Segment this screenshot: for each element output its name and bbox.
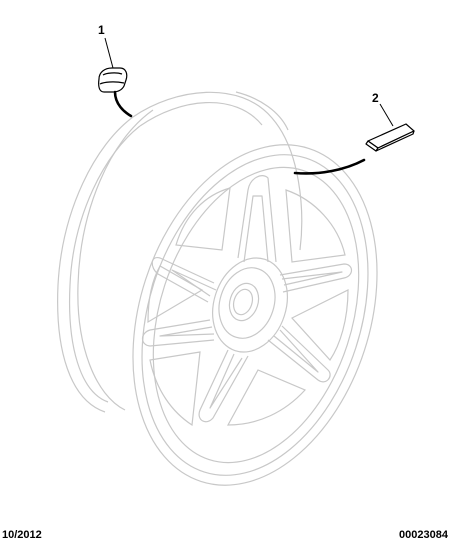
balance-weight-icon	[365, 123, 415, 152]
footer-date: 10/2012	[2, 529, 42, 541]
part-1-pointer	[113, 90, 133, 118]
valve-cap-icon	[98, 67, 128, 93]
footer-reference-number: 00023084	[399, 529, 448, 541]
callout-1-leader	[104, 37, 114, 69]
part-2-pointer	[293, 158, 366, 175]
callout-number-1: 1	[98, 23, 105, 37]
callout-number-2: 2	[372, 91, 379, 105]
callout-2-leader	[379, 103, 394, 127]
alloy-wheel-icon	[57, 91, 378, 486]
